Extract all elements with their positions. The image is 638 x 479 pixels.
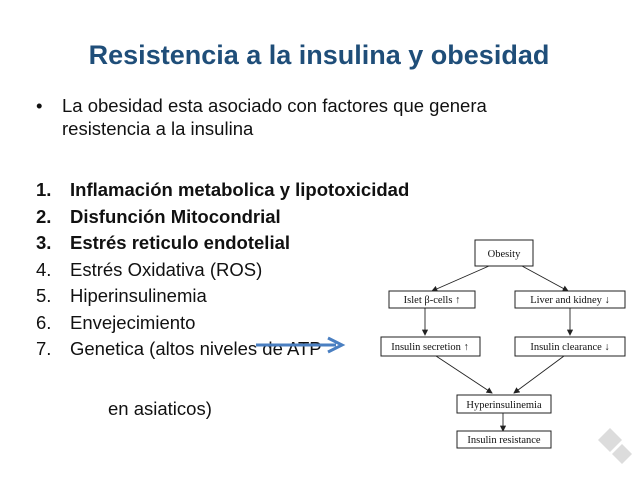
list-item: 2. Disfunción Mitocondrial bbox=[36, 204, 386, 231]
bullet-symbol: • bbox=[36, 95, 43, 116]
intro-text: La obesidad esta asociado con factores q… bbox=[62, 95, 487, 139]
node-label: Hyperinsulinemia bbox=[466, 400, 542, 411]
item-number: 2. bbox=[36, 205, 52, 227]
node-label: Liver and kidney ↓ bbox=[530, 295, 610, 306]
item-label: Disfunción Mitocondrial bbox=[70, 205, 281, 227]
node-insulin-secretion: Insulin secretion ↑ bbox=[380, 336, 481, 357]
item-number: 1. bbox=[36, 179, 52, 200]
item-number: 7. bbox=[36, 338, 52, 359]
diagram-connectors bbox=[421, 265, 574, 432]
factor-list: 1. Inflamación metabolica y lipotoxicidad… bbox=[36, 177, 409, 363]
node-label: Insulin resistance bbox=[467, 435, 541, 446]
node-label: Obesity bbox=[488, 249, 521, 260]
list-item: 1. Inflamación metabolica y lipotoxicidad bbox=[36, 177, 409, 204]
list-item: 5. Hiperinsulinemia bbox=[36, 283, 386, 310]
item-label: Genetica (altos niveles de ATP bbox=[70, 338, 322, 359]
slide-title: Resistencia a la insulina y obesidad bbox=[88, 40, 550, 70]
item-label: Envejecimiento bbox=[70, 311, 196, 333]
node-insulin-clearance: Insulin clearance ↓ bbox=[514, 336, 626, 357]
flow-diagram: Obesity Islet β-cells ↑ Liver and kidney… bbox=[380, 239, 626, 449]
node-hyperinsulinemia: Hyperinsulinemia bbox=[456, 394, 552, 414]
corner-decoration-icon bbox=[598, 428, 632, 464]
list-item: 7. Genetica (altos niveles de ATP bbox=[36, 336, 386, 363]
item-label: Estrés reticulo endotelial bbox=[70, 232, 291, 253]
item-label: Inflamación metabolica y lipotoxicidad bbox=[70, 179, 410, 200]
item-number: 5. bbox=[36, 285, 52, 306]
item-number: 3. bbox=[36, 232, 52, 253]
node-label: Islet β-cells ↑ bbox=[404, 295, 461, 306]
item-label-continuation: en asiaticos) bbox=[108, 398, 212, 419]
list-item: 4. Estrés Oxidativa (ROS) bbox=[36, 257, 386, 284]
node-obesity: Obesity bbox=[474, 239, 534, 267]
node-label: Insulin clearance ↓ bbox=[530, 342, 609, 353]
item-label: Estrés Oxidativa (ROS) bbox=[70, 258, 263, 280]
item-number: 4. bbox=[36, 258, 52, 280]
node-islet-cells: Islet β-cells ↑ bbox=[388, 290, 476, 309]
item-label: Hiperinsulinemia bbox=[70, 285, 207, 306]
node-label: Insulin secretion ↑ bbox=[391, 342, 469, 353]
node-insulin-resistance: Insulin resistance bbox=[456, 430, 552, 449]
list-item: 6. Envejecimiento bbox=[36, 310, 386, 337]
node-liver-kidney: Liver and kidney ↓ bbox=[514, 290, 626, 309]
item-number: 6. bbox=[36, 311, 52, 333]
list-item: 3. Estrés reticulo endotelial bbox=[36, 230, 386, 257]
pointer-arrow-icon bbox=[256, 336, 346, 354]
